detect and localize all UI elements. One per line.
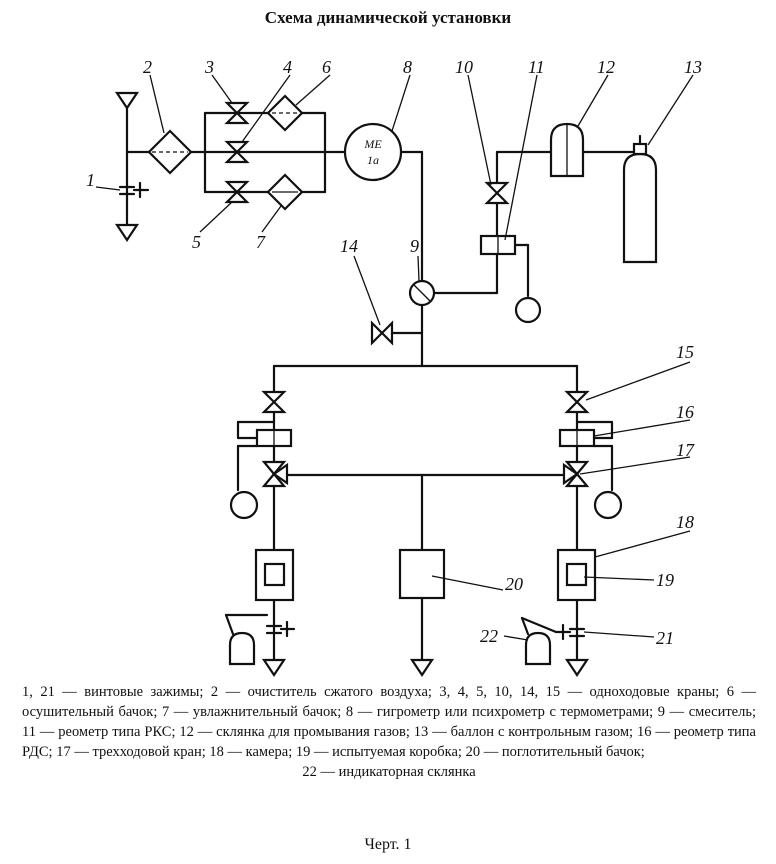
callout-19: 19 <box>656 570 674 590</box>
callout-14: 14 <box>340 236 358 256</box>
callout-9: 9 <box>410 236 419 256</box>
callout-17: 17 <box>676 440 695 460</box>
callout-22: 22 <box>480 626 498 646</box>
callout-15: 15 <box>676 342 694 362</box>
flow-terminals <box>114 91 590 677</box>
screw-clamps <box>118 181 586 641</box>
diagram-title: Схема динамической установки <box>264 8 512 27</box>
legend-text: 1, 21 — винтовые зажимы; 2 — очиститель … <box>22 684 756 760</box>
absorber-tank <box>398 548 446 600</box>
tanks-6-7 <box>266 94 304 211</box>
valve-14 <box>370 320 394 346</box>
figure-caption: Черт. 1 <box>364 836 412 853</box>
callout-20: 20 <box>505 574 523 594</box>
dynamic-installation-schematic: МЕ 1а <box>86 57 702 677</box>
valves-top <box>224 101 250 204</box>
callout-11: 11 <box>528 57 545 77</box>
callout-5: 5 <box>192 232 201 252</box>
legend: 1, 21 — винтовые зажимы; 2 — очиститель … <box>22 682 756 782</box>
callout-18: 18 <box>676 512 694 532</box>
callout-13: 13 <box>684 57 702 77</box>
air-cleaner <box>147 129 193 175</box>
mixer <box>408 279 436 307</box>
gas-cylinder <box>622 134 658 264</box>
callout-2: 2 <box>143 57 152 77</box>
wash-bottle <box>549 122 585 178</box>
callout-10: 10 <box>455 57 473 77</box>
callout-21: 21 <box>656 628 674 648</box>
legend-last-line: 22 — индикаторная склянка <box>302 764 476 780</box>
right-branch <box>520 390 623 666</box>
hygrometer-label-1: МЕ <box>363 137 382 151</box>
left-branch <box>224 390 295 666</box>
callout-12: 12 <box>597 57 615 77</box>
callout-7: 7 <box>256 232 266 252</box>
callout-8: 8 <box>403 57 412 77</box>
callout-16: 16 <box>676 402 694 422</box>
callout-numbers: 1 2 3 4 5 6 7 8 9 10 11 12 13 14 15 16 1… <box>86 57 702 648</box>
callout-4: 4 <box>283 57 292 77</box>
main-pipelines <box>125 106 642 662</box>
callout-1: 1 <box>86 170 95 190</box>
callout-3: 3 <box>204 57 214 77</box>
hygrometer-label-2: 1а <box>367 153 379 167</box>
leader-lines <box>95 74 694 641</box>
hygrometer: МЕ 1а <box>343 122 403 182</box>
rheometer-rks <box>479 181 542 324</box>
callout-6: 6 <box>322 57 331 77</box>
